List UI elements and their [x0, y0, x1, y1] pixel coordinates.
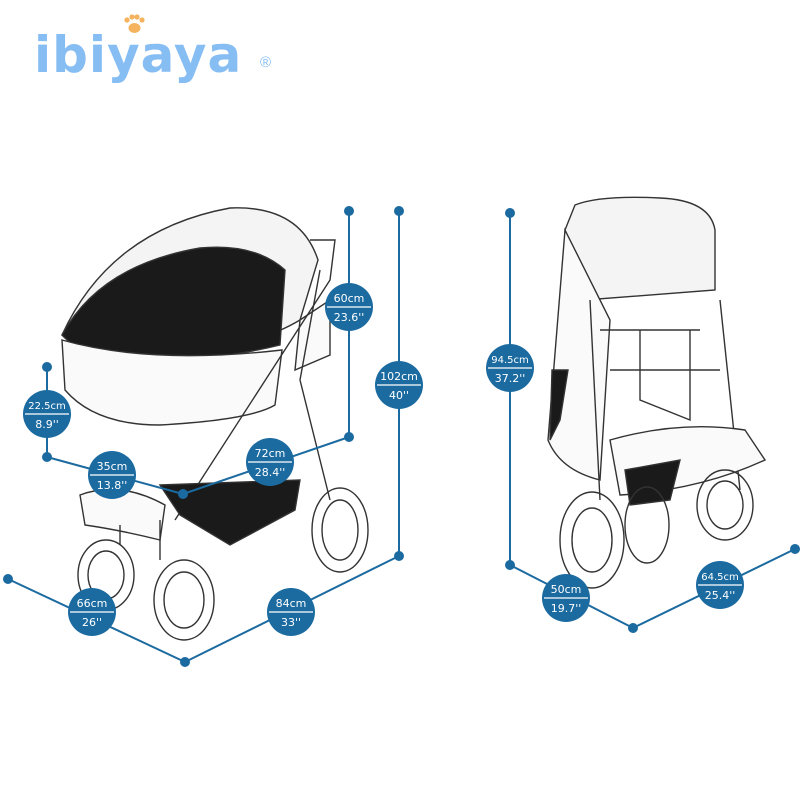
- metric-label: 60cm: [334, 292, 365, 305]
- metric-label: 102cm: [380, 370, 418, 383]
- logo-wordmark: ibiyaya: [34, 26, 243, 84]
- badge-width-folded: 64.5cm 25.4'': [696, 561, 744, 609]
- stroller-open-drawing: [61, 207, 369, 641]
- imperial-label: 33'': [281, 616, 301, 629]
- imperial-label: 26'': [82, 616, 102, 629]
- badge-length-open: 84cm 33'': [267, 588, 315, 636]
- metric-label: 64.5cm: [701, 572, 739, 583]
- metric-label: 35cm: [97, 460, 128, 473]
- imperial-label: 37.2'': [495, 372, 526, 385]
- imperial-label: 25.4'': [705, 589, 736, 602]
- metric-label: 66cm: [77, 597, 108, 610]
- metric-label: 50cm: [551, 583, 582, 596]
- badge-height-folded: 94.5cm 37.2'': [486, 344, 534, 392]
- badge-cabin-length: 72cm 28.4'': [246, 438, 294, 486]
- badge-cabin-depth: 22.5cm 8.9'': [23, 390, 71, 438]
- badge-handle-height: 60cm 23.6'': [325, 283, 373, 331]
- metric-label: 72cm: [255, 447, 286, 460]
- imperial-label: 23.6'': [334, 311, 365, 324]
- imperial-label: 19.7'': [551, 602, 582, 615]
- badge-cabin-width: 35cm 13.8'': [88, 451, 136, 499]
- imperial-label: 40'': [389, 389, 409, 402]
- metric-label: 84cm: [276, 597, 307, 610]
- imperial-label: 13.8'': [97, 479, 128, 492]
- badge-length-folded: 50cm 19.7'': [542, 574, 590, 622]
- badge-width-open: 66cm 26'': [68, 588, 116, 636]
- paw-icon: [124, 14, 145, 33]
- registered-mark: ®: [260, 54, 272, 71]
- metric-label: 22.5cm: [28, 401, 66, 412]
- badge-total-height-open: 102cm 40'': [375, 361, 423, 409]
- metric-label: 94.5cm: [491, 355, 529, 366]
- imperial-label: 8.9'': [35, 418, 59, 431]
- imperial-label: 28.4'': [255, 466, 286, 479]
- stroller-folded-drawing: [547, 196, 767, 589]
